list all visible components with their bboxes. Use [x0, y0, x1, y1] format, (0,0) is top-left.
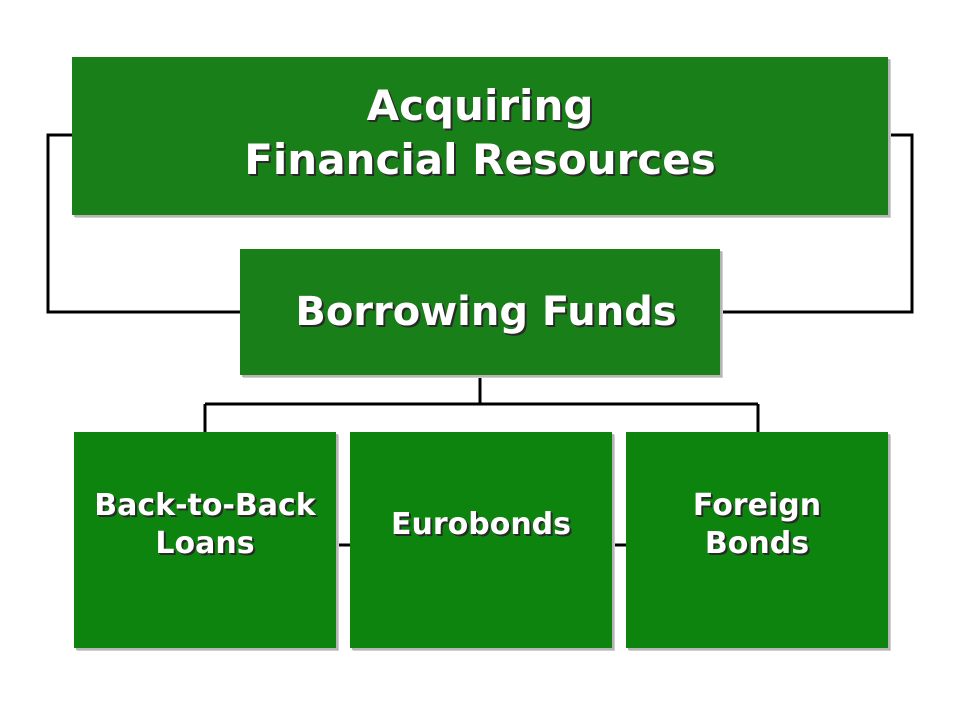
- top-box-line1: Acquiring: [366, 81, 594, 130]
- top-box-line2: Financial Resources: [244, 135, 716, 184]
- mid-box-label: Borrowing Funds: [295, 289, 677, 335]
- right-bracket-connector: [720, 133, 914, 314]
- leaf-3-line2: Bonds: [704, 526, 810, 561]
- leaf-2-line1: Eurobonds: [390, 507, 572, 542]
- leaf-3-line1: Foreign: [692, 488, 822, 523]
- leaf-1-line2: Loans: [155, 526, 255, 561]
- left-bracket-connector: [46, 133, 240, 314]
- eurobonds-box: Eurobonds: [350, 432, 612, 648]
- acquiring-financial-resources-box: Acquiring Financial Resources: [72, 57, 888, 215]
- foreign-bonds-box: Foreign Bonds: [626, 432, 888, 648]
- borrowing-funds-box: Borrowing Funds: [240, 249, 720, 375]
- back-to-back-loans-box: Back-to-Back Loans: [74, 432, 336, 648]
- leaf-1-line1: Back-to-Back: [94, 488, 316, 523]
